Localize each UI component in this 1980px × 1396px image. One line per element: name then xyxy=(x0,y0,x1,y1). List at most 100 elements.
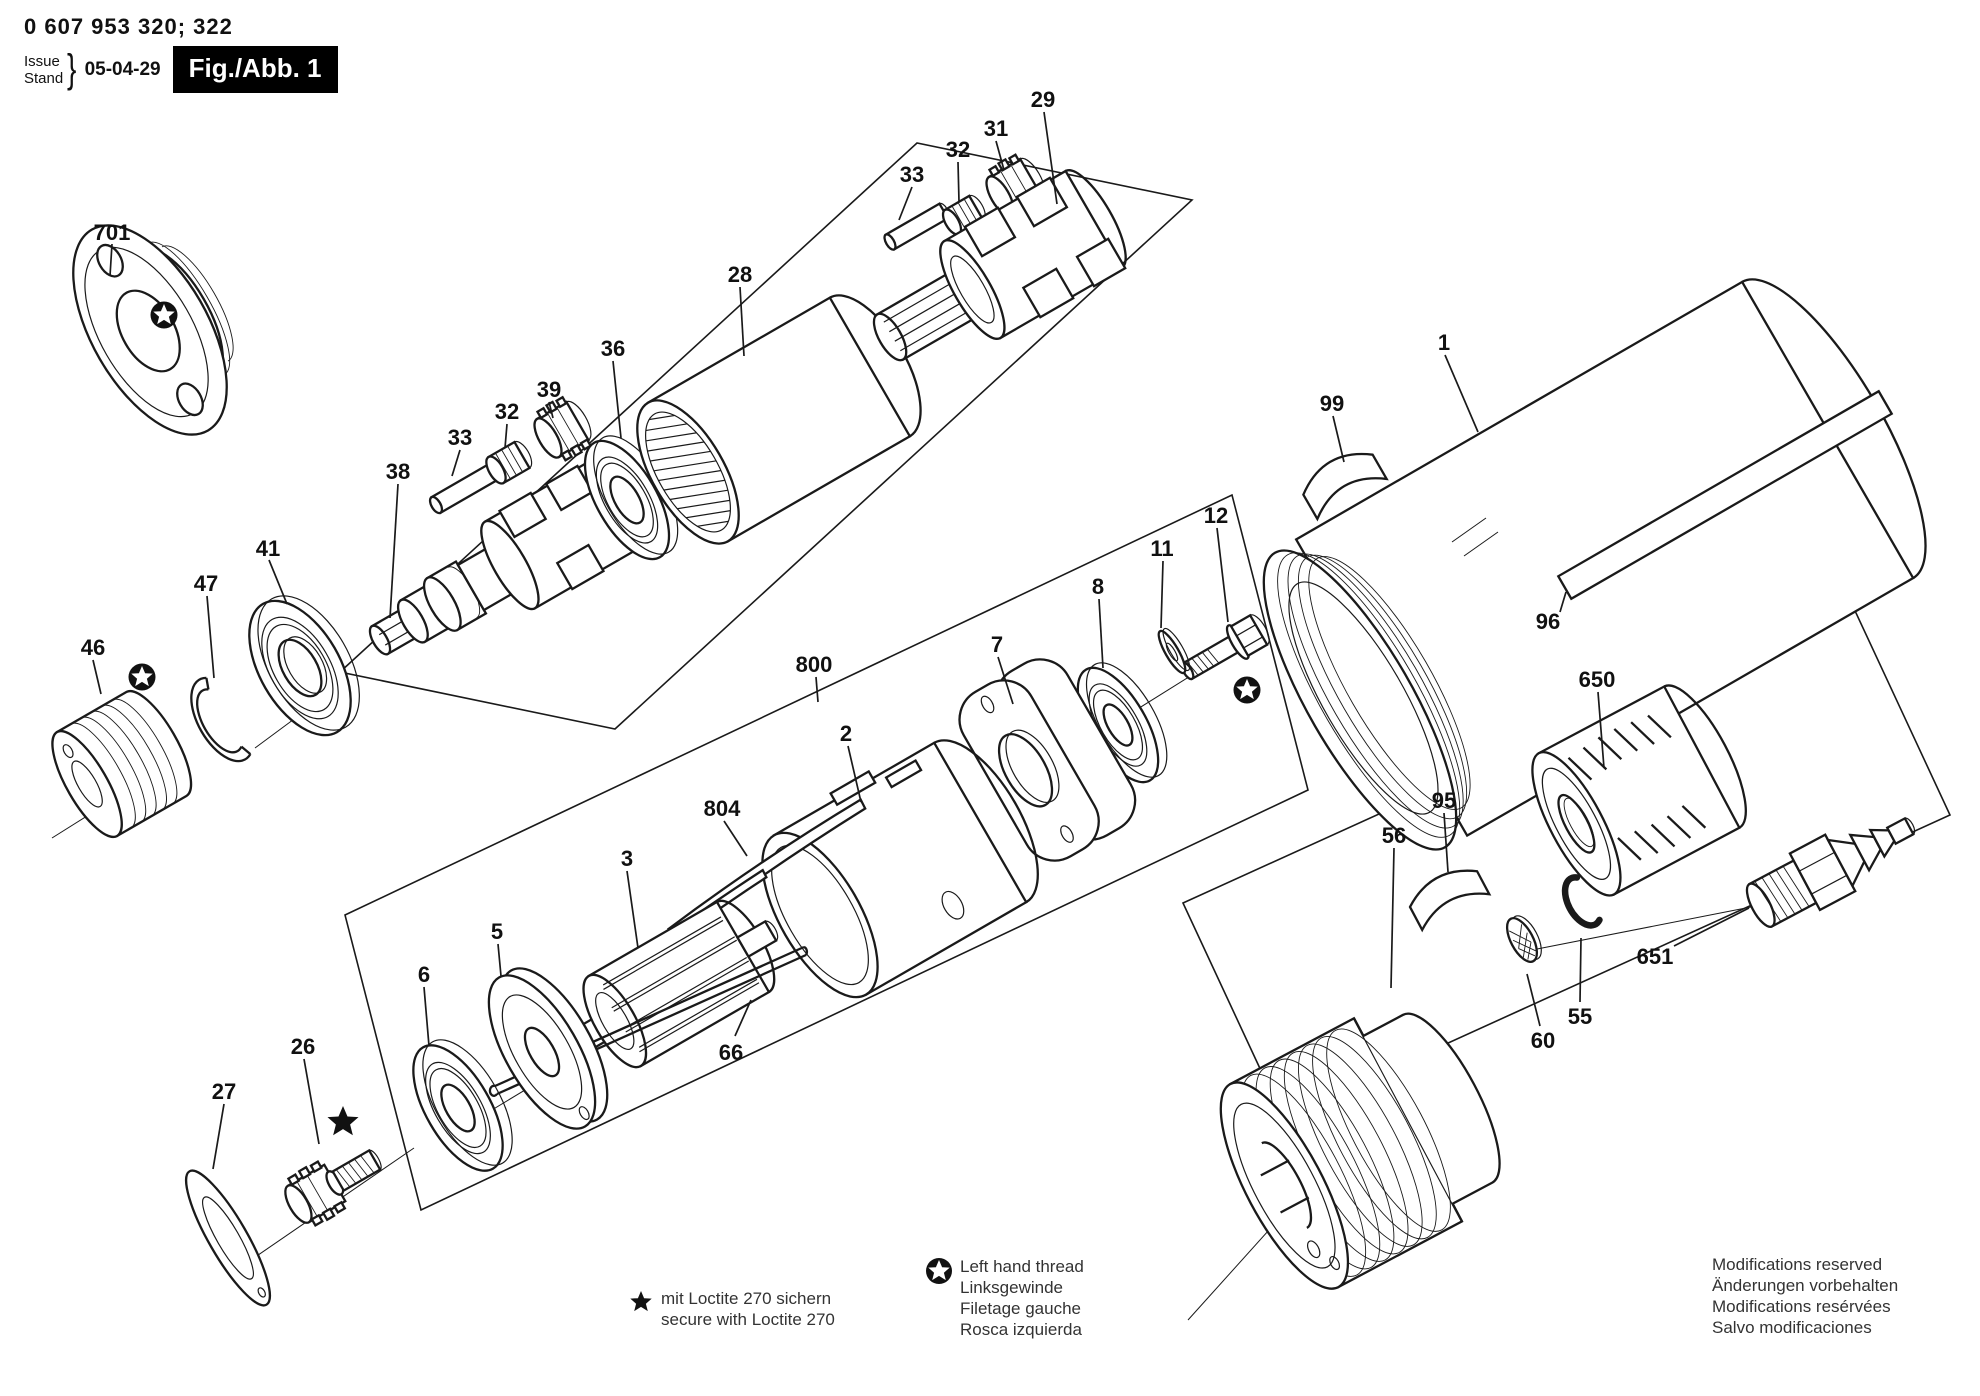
lht-line-4: Rosca izquierda xyxy=(960,1320,1082,1339)
leader-6 xyxy=(423,986,430,1047)
part-39-gear xyxy=(533,395,593,462)
leader-7 xyxy=(997,656,1014,705)
callout-651: 651 xyxy=(1637,944,1674,969)
leader-804 xyxy=(723,820,748,857)
callout-1: 1 xyxy=(1438,330,1450,355)
leader-41 xyxy=(268,559,288,605)
part-29-planet-carrier xyxy=(872,169,1127,362)
mod-line-3: Modifications resérvées xyxy=(1712,1297,1891,1316)
part-95-clip xyxy=(1408,869,1492,933)
part-6-ball-bearing xyxy=(412,1039,513,1172)
callout-46: 46 xyxy=(81,635,105,660)
leader-33a xyxy=(451,449,461,477)
part-12-screw xyxy=(1180,613,1270,681)
document-header: 0 607 953 320; 322 Issue Stand } 05-04-2… xyxy=(24,14,338,93)
callout-5: 5 xyxy=(491,919,503,944)
callout-800: 800 xyxy=(796,652,833,677)
callout-47: 47 xyxy=(194,571,218,596)
axis-line-fitting651 xyxy=(1531,905,1757,951)
lh-thread-star-housing xyxy=(1234,677,1261,704)
legend-loctite: mit Loctite 270 sichern secure with Loct… xyxy=(628,1288,835,1330)
part-2-cylinder xyxy=(761,739,1039,999)
part-47-retaining-ring xyxy=(190,676,252,763)
leader-66 xyxy=(734,999,752,1037)
part-36-ball-bearing xyxy=(583,435,679,561)
callout-12: 12 xyxy=(1204,503,1228,528)
leader-47 xyxy=(206,595,215,679)
stand-label: Stand xyxy=(24,69,64,87)
leader-27 xyxy=(212,1103,225,1170)
left-hand-thread-star-icon xyxy=(926,1258,952,1284)
group-box-spindle xyxy=(338,142,1194,730)
loctite-line-1: mit Loctite 270 sichern xyxy=(661,1289,832,1308)
callout-99: 99 xyxy=(1320,391,1344,416)
callout-650: 650 xyxy=(1579,667,1616,692)
callout-27: 27 xyxy=(212,1079,236,1104)
part-number: 0 607 953 320; 322 xyxy=(24,14,233,39)
leader-800 xyxy=(815,676,819,703)
callout-36: 36 xyxy=(601,336,625,361)
part-46-end-cap xyxy=(51,689,193,839)
issue-stand-labels: Issue Stand xyxy=(24,53,63,87)
part-5-end-plate xyxy=(487,967,609,1130)
part-11-washer xyxy=(1157,627,1191,675)
leader-5 xyxy=(497,943,502,977)
leader-38 xyxy=(389,483,399,619)
legend-modifications: Modifications reserved Änderungen vorbeh… xyxy=(1712,1254,1898,1338)
callout-26: 26 xyxy=(291,1034,315,1059)
leader-39 xyxy=(548,401,554,419)
part-32-planet-gear-left xyxy=(485,440,533,485)
figure-label: Fig./Abb. 1 xyxy=(172,46,338,93)
part-33-pin-top xyxy=(883,202,950,251)
part-7-end-plate xyxy=(958,658,1137,862)
callout-41: 41 xyxy=(256,536,280,561)
callout-33b: 33 xyxy=(900,162,924,187)
leader-26 xyxy=(303,1058,320,1145)
lh-thread-star-701 xyxy=(151,302,178,329)
leader-701 xyxy=(109,243,113,277)
callout-28: 28 xyxy=(728,262,752,287)
callout-11: 11 xyxy=(1150,536,1173,561)
loctite-star-icon xyxy=(630,1291,652,1312)
brace-glyph: } xyxy=(67,47,77,91)
part-41-ball-bearing xyxy=(248,595,360,737)
mod-line-1: Modifications reserved xyxy=(1712,1255,1883,1274)
callout-8: 8 xyxy=(1092,574,1104,599)
leader-96 xyxy=(1559,591,1567,613)
loctite-star-26 xyxy=(327,1106,359,1136)
loctite-line-2: secure with Loctite 270 xyxy=(661,1310,835,1329)
lh-thread-star-46 xyxy=(129,664,156,691)
part-651-hose-fitting xyxy=(1745,816,1916,928)
leader-99 xyxy=(1332,415,1345,463)
leader-32b xyxy=(957,161,960,203)
leader-60 xyxy=(1526,973,1541,1027)
leader-33b xyxy=(898,186,913,221)
leader-46 xyxy=(92,659,102,695)
housing-tick-2 xyxy=(1463,531,1499,557)
legend-left-hand-thread: Left hand thread Linksgewinde Filetage g… xyxy=(925,1256,1084,1340)
part-3-rotor xyxy=(570,899,779,1069)
callout-66: 66 xyxy=(719,1040,743,1065)
part-28-splined-sleeve xyxy=(628,294,922,545)
callout-38: 38 xyxy=(386,459,410,484)
leader-56 xyxy=(1390,847,1395,989)
callout-3: 3 xyxy=(621,846,633,871)
part-8-ball-bearing xyxy=(1076,662,1168,784)
leader-28 xyxy=(739,286,745,357)
leader-1 xyxy=(1444,354,1479,433)
mod-line-4: Salvo modificaciones xyxy=(1712,1318,1872,1337)
callout-2: 2 xyxy=(840,721,852,746)
lht-line-2: Linksgewinde xyxy=(960,1278,1064,1297)
leader-29 xyxy=(1043,111,1058,205)
callout-56: 56 xyxy=(1382,823,1406,848)
part-26-pinion xyxy=(284,1148,382,1227)
lht-line-1: Left hand thread xyxy=(960,1257,1084,1276)
callout-33a: 33 xyxy=(448,425,472,450)
callout-55: 55 xyxy=(1568,1004,1592,1029)
issue-label: Issue xyxy=(24,52,60,70)
callout-31: 31 xyxy=(984,116,1008,141)
leader-3 xyxy=(626,870,639,949)
callout-7: 7 xyxy=(991,632,1003,657)
leader-12 xyxy=(1216,527,1229,623)
